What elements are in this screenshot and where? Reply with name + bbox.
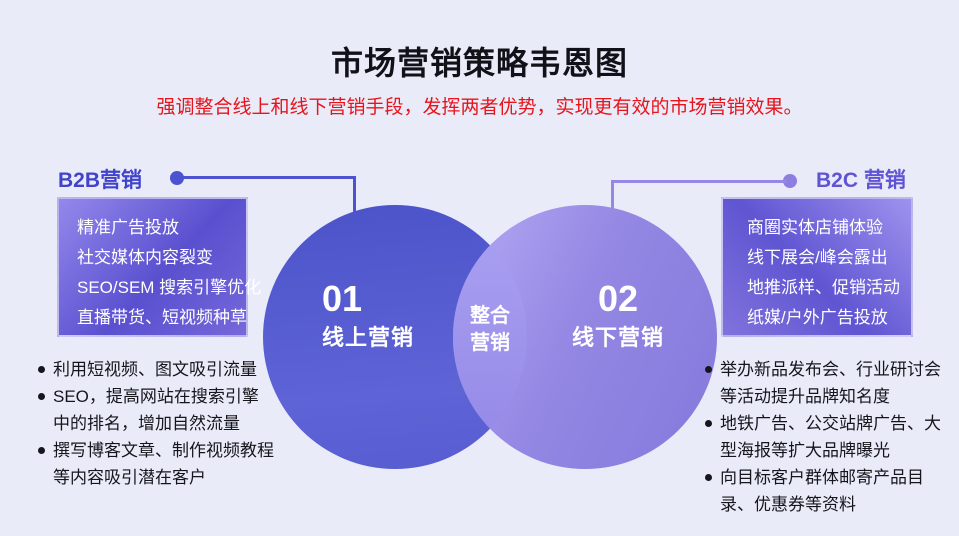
b2b-tactic-item: 精准广告投放 bbox=[77, 218, 179, 237]
left-connector-vline bbox=[353, 176, 356, 218]
b2c-bullet-list: 举办新品发布会、行业研讨会等活动提升品牌知名度 地铁广告、公交站牌广告、大型海报… bbox=[703, 356, 941, 518]
page-title: 市场营销策略韦恩图 bbox=[330, 45, 628, 81]
offline-label: 线下营销 bbox=[571, 325, 664, 350]
left-connector-dot-icon bbox=[170, 171, 184, 185]
online-number: 01 bbox=[322, 278, 363, 319]
b2c-tactic-item: 地推派样、促销活动 bbox=[747, 278, 900, 297]
right-connector-dot-icon bbox=[783, 174, 797, 188]
offline-circle-text: 02 线下营销 bbox=[560, 280, 676, 350]
b2b-tactics-box: 精准广告投放 社交媒体内容裂变 SEO/SEM 搜索引擎优化 直播带货、短视频种… bbox=[57, 197, 262, 337]
b2b-bullet-item: 利用短视频、图文吸引流量 bbox=[36, 356, 274, 383]
b2b-bullet-item: SEO，提高网站在搜索引擎中的排名，增加自然流量 bbox=[36, 383, 274, 437]
overlap-label-line2: 营销 bbox=[470, 332, 510, 354]
b2b-tactic-item: 社交媒体内容裂变 bbox=[77, 248, 213, 267]
b2c-label: B2C 营销 bbox=[816, 169, 906, 192]
offline-number: 02 bbox=[597, 278, 639, 319]
page-subtitle: 强调整合线上和线下营销手段，发挥两者优势，实现更有效的市场营销效果。 bbox=[156, 97, 803, 118]
online-circle-text: 01 线上营销 bbox=[322, 280, 414, 350]
b2b-label: B2B营销 bbox=[58, 169, 143, 192]
right-connector-vline bbox=[611, 180, 614, 218]
b2b-bullet-item: 撰写博客文章、制作视频教程等内容吸引潜在客户 bbox=[36, 437, 274, 491]
b2c-tactic-item: 线下展会/峰会露出 bbox=[747, 248, 888, 267]
b2b-tactic-item: 直播带货、短视频种草 bbox=[77, 308, 247, 327]
overlap-label: 整合 营销 bbox=[452, 303, 528, 357]
online-label: 线上营销 bbox=[322, 325, 415, 350]
b2c-bullet-item: 地铁广告、公交站牌广告、大型海报等扩大品牌曝光 bbox=[703, 410, 941, 464]
b2b-tactic-item: SEO/SEM 搜索引擎优化 bbox=[77, 278, 262, 297]
left-connector-hline bbox=[178, 176, 356, 179]
b2c-bullet-item: 举办新品发布会、行业研讨会等活动提升品牌知名度 bbox=[703, 356, 941, 410]
b2c-tactics-box: 商圈实体店铺体验 线下展会/峰会露出 地推派样、促销活动 纸媒/户外广告投放 bbox=[721, 197, 913, 337]
b2c-tactic-item: 商圈实体店铺体验 bbox=[747, 218, 883, 237]
b2c-tactic-item: 纸媒/户外广告投放 bbox=[747, 308, 888, 327]
b2c-bullet-item: 向目标客户群体邮寄产品目录、优惠券等资料 bbox=[703, 464, 941, 518]
right-connector-hline bbox=[611, 180, 787, 183]
b2b-bullet-list: 利用短视频、图文吸引流量 SEO，提高网站在搜索引擎中的排名，增加自然流量 撰写… bbox=[36, 356, 274, 491]
overlap-label-line1: 整合 bbox=[470, 305, 510, 327]
